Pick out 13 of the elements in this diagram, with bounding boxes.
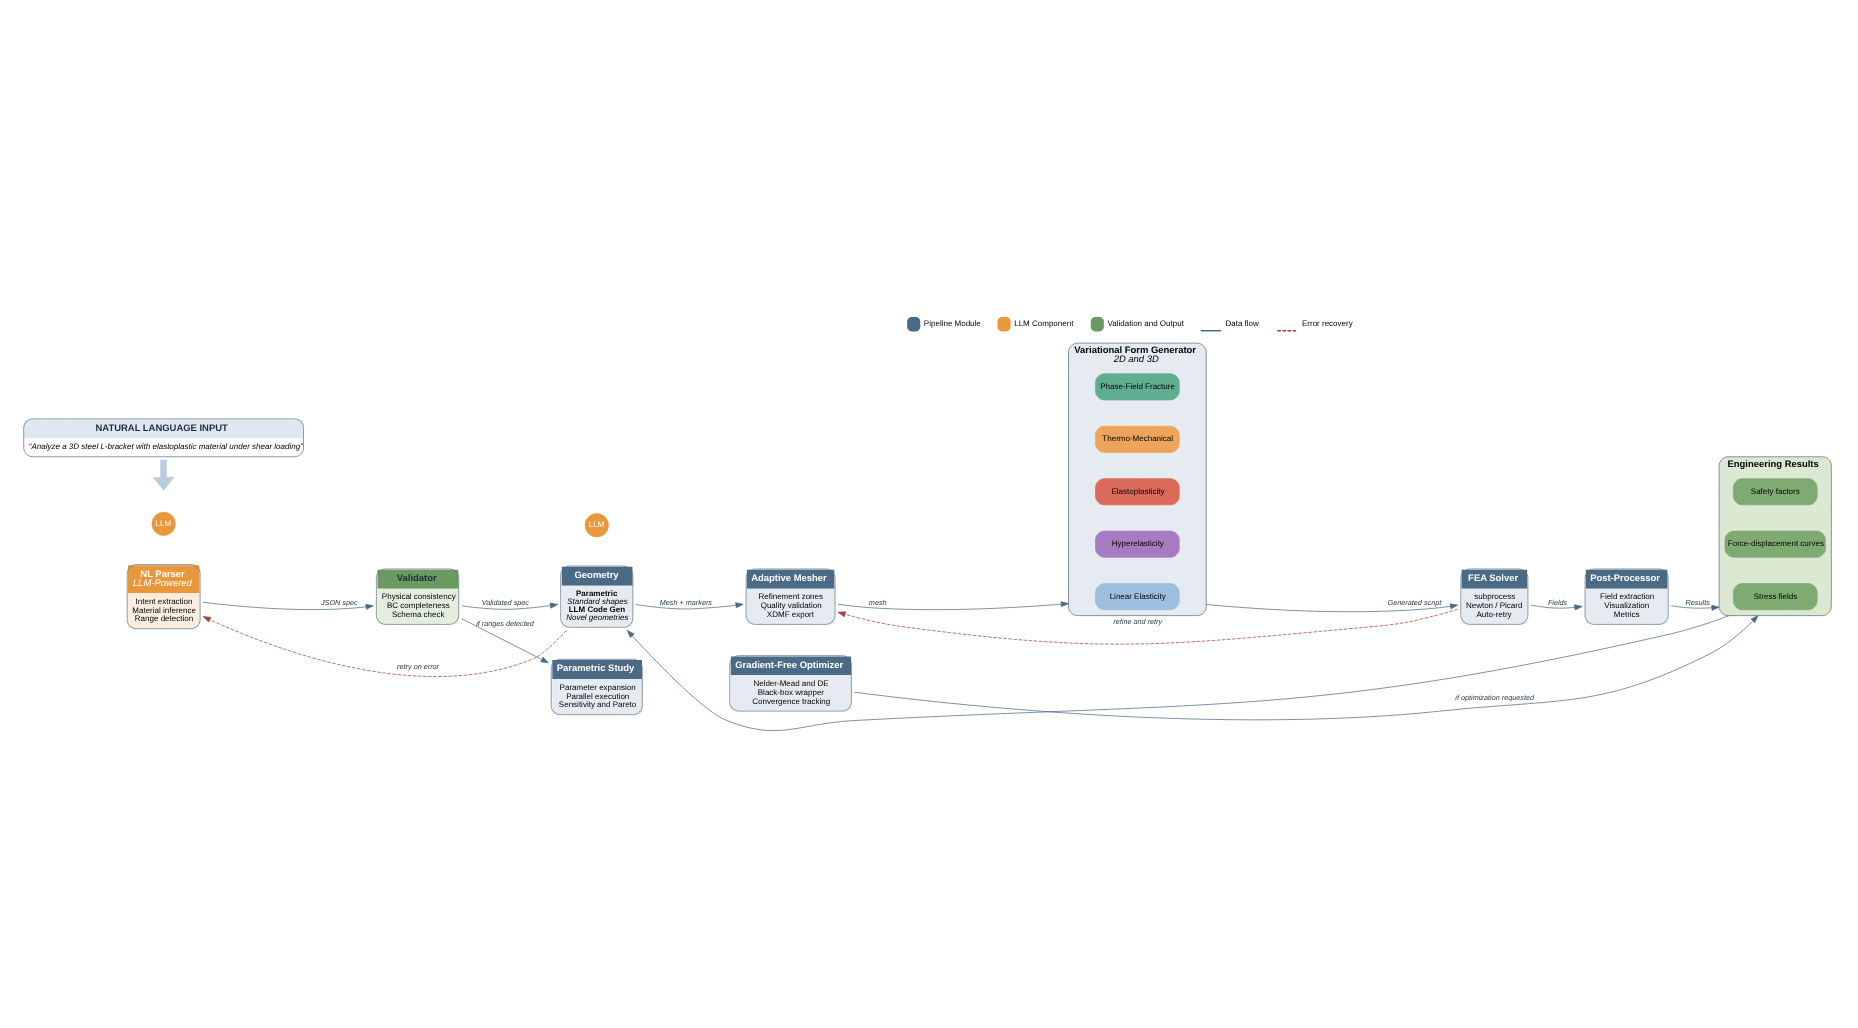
arrow <box>202 600 374 609</box>
arrow <box>626 614 1730 730</box>
arrow <box>837 600 1069 610</box>
arrow <box>202 615 567 676</box>
arrow <box>1205 602 1459 612</box>
arrow <box>1670 603 1720 610</box>
arrow <box>152 458 175 490</box>
arrow <box>837 607 1459 644</box>
arrow <box>1530 603 1583 610</box>
arrow <box>854 614 1759 720</box>
arrow <box>635 601 744 609</box>
arrow <box>461 617 549 663</box>
arrow <box>461 601 558 609</box>
